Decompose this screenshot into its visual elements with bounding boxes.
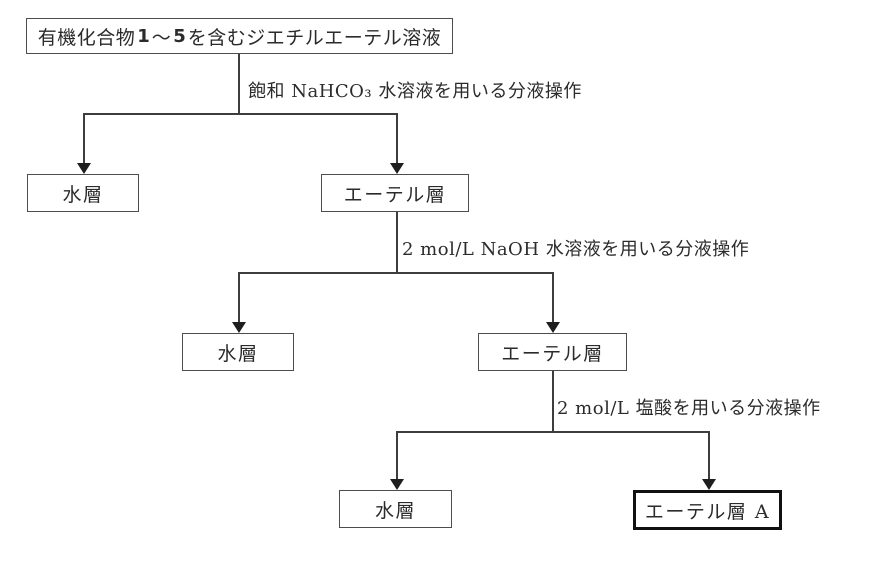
branch1-cross-line <box>83 113 397 115</box>
root-text-suffix: を含むジエチルエーテル溶液 <box>187 26 442 49</box>
step2-operation-label: 2 mol/L NaOH 水溶液を用いる分液操作 <box>402 239 750 260</box>
ether-layer-A-result-box: エーテル層 A <box>633 490 782 530</box>
ether-layer1-box: エーテル層 <box>321 174 469 212</box>
branch3-stem-line <box>552 371 554 431</box>
branch2-left-line <box>238 272 240 323</box>
aqueous-layer1-label: 水層 <box>62 183 104 206</box>
step1-operation-label: 飽和 NaHCO₃ 水溶液を用いる分液操作 <box>248 81 582 102</box>
compound-number-end: 5 <box>173 25 186 47</box>
root-text-tilde: ～ <box>151 26 172 49</box>
branch2-right-line <box>552 272 554 323</box>
ether-layer2-box: エーテル層 <box>478 333 627 371</box>
branch1-left-arrowhead-icon <box>77 163 91 174</box>
branch3-left-arrowhead-icon <box>390 479 404 490</box>
branch3-right-arrowhead-icon <box>702 479 716 490</box>
ether-layer1-label: エーテル層 <box>343 183 447 206</box>
aqueous-layer1-box: 水層 <box>27 174 139 212</box>
branch2-left-arrowhead-icon <box>232 322 246 333</box>
root-text-prefix: 有機化合物 <box>37 26 136 49</box>
branch2-right-arrowhead-icon <box>546 322 560 333</box>
branch3-right-line <box>708 431 710 480</box>
ether-layer-A-label: エーテル層 A <box>644 500 771 523</box>
branch1-stem-line <box>238 54 240 113</box>
step3-operation-label: 2 mol/L 塩酸を用いる分液操作 <box>557 398 821 419</box>
compound-number-start: 1 <box>137 25 150 47</box>
aqueous-layer2-box: 水層 <box>182 333 294 371</box>
branch1-left-line <box>83 113 85 164</box>
branch3-left-line <box>396 431 398 480</box>
branch2-stem-line <box>396 212 398 272</box>
aqueous-layer2-label: 水層 <box>217 342 259 365</box>
branch3-cross-line <box>396 431 709 433</box>
branch1-right-line <box>396 113 398 164</box>
aqueous-layer3-label: 水層 <box>374 499 416 522</box>
root-solution-box: 有機化合物 1 ～ 5 を含むジエチルエーテル溶液 <box>26 18 453 54</box>
ether-layer2-label: エーテル層 <box>501 342 604 365</box>
aqueous-layer3-box: 水層 <box>339 490 452 528</box>
branch1-right-arrowhead-icon <box>390 163 404 174</box>
branch2-cross-line <box>238 272 553 274</box>
